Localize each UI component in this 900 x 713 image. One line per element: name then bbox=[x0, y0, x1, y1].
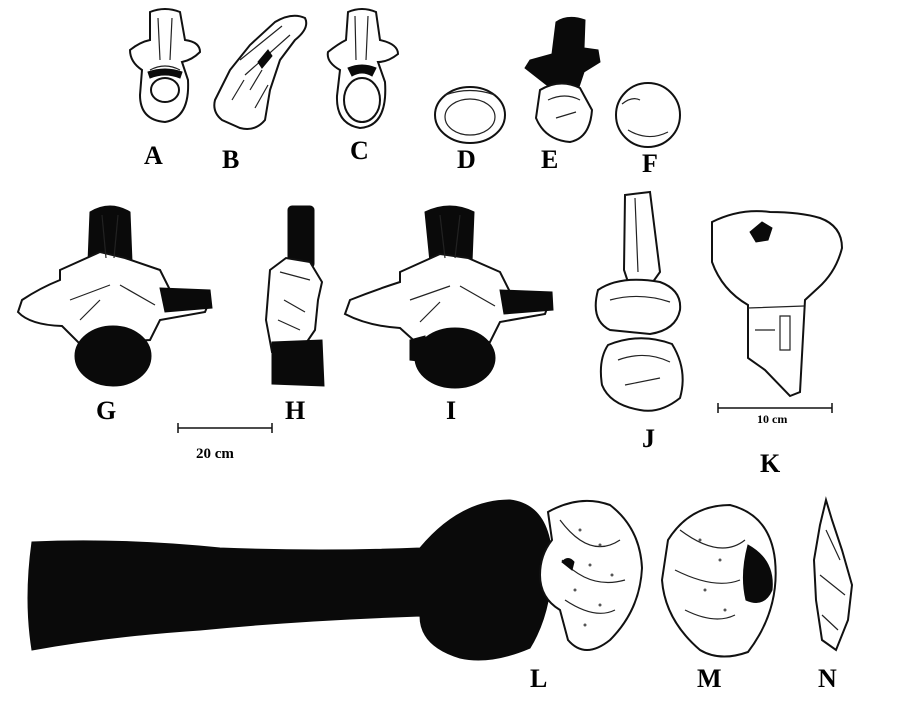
specimen-n bbox=[812, 496, 854, 652]
label-e: E bbox=[541, 145, 559, 174]
label-k: K bbox=[760, 449, 781, 478]
specimen-k bbox=[711, 210, 844, 398]
label-m: M bbox=[697, 664, 722, 693]
specimen-l bbox=[27, 499, 644, 661]
label-i: I bbox=[446, 396, 457, 425]
specimen-e bbox=[524, 16, 601, 144]
specimen-f bbox=[615, 82, 681, 148]
scale-text-10cm: 10 cm bbox=[757, 412, 788, 426]
specimen-a bbox=[128, 8, 202, 124]
label-a: A bbox=[144, 141, 163, 170]
specimen-c bbox=[326, 8, 400, 130]
specimen-b bbox=[213, 14, 308, 130]
scale-text-20cm: 20 cm bbox=[196, 446, 234, 462]
label-c: C bbox=[350, 136, 369, 165]
specimen-g bbox=[16, 205, 213, 387]
label-n: N bbox=[818, 664, 837, 693]
label-j: J bbox=[642, 424, 655, 453]
label-b: B bbox=[222, 145, 240, 174]
specimen-d bbox=[434, 86, 506, 144]
specimen-j bbox=[594, 190, 684, 412]
label-h: H bbox=[285, 396, 306, 425]
scale-bar-20cm bbox=[177, 423, 273, 433]
scale-bar-10cm bbox=[717, 403, 833, 413]
label-f: F bbox=[642, 149, 658, 178]
label-d: D bbox=[457, 145, 476, 174]
specimen-i bbox=[343, 205, 554, 389]
specimen-m bbox=[660, 503, 777, 658]
label-l: L bbox=[530, 664, 548, 693]
label-g: G bbox=[96, 396, 117, 425]
specimen-h bbox=[264, 205, 325, 387]
